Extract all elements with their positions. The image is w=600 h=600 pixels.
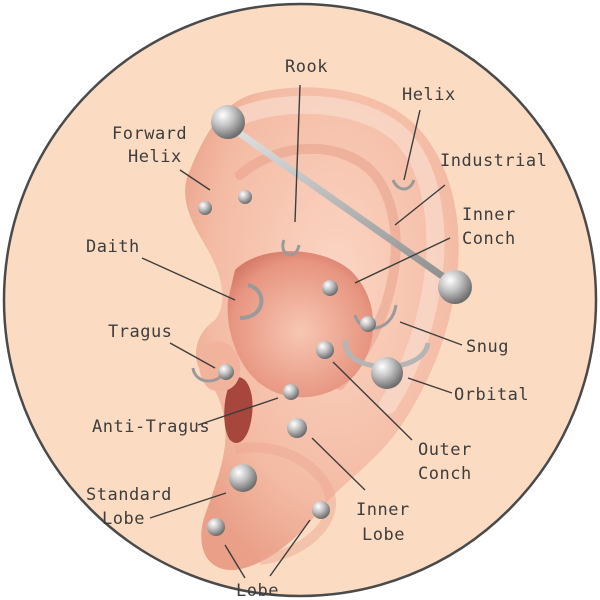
- forward-helix-stud-1: [198, 201, 212, 215]
- orbital-ball: [371, 357, 403, 389]
- inner-lobe-stud: [312, 501, 330, 519]
- label-snug: Snug: [466, 337, 509, 357]
- leader-tragus: [169, 342, 216, 369]
- leader-upper-lobe-2: [269, 519, 311, 577]
- leader-orbital: [407, 377, 453, 394]
- label-anti-tragus: Anti-Tragus: [92, 417, 210, 437]
- snug-stud: [360, 316, 376, 332]
- snug-ring: [353, 304, 398, 330]
- ear-canal: [224, 377, 253, 443]
- label-forward-helix-line2: Helix: [128, 147, 182, 167]
- label-inner-lobe-line2: Lobe: [362, 525, 405, 545]
- daith-ring: [239, 283, 264, 320]
- inner-conch-stud: [322, 280, 338, 296]
- label-tragus: Tragus: [108, 322, 172, 342]
- label-rook: Rook: [285, 57, 328, 77]
- leader-outer-conch: [332, 361, 413, 441]
- label-forward-helix-line1: Forward: [112, 124, 187, 144]
- leader-helix: [403, 109, 421, 181]
- industrial-bar: [228, 124, 459, 289]
- leader-lines: [141, 84, 463, 579]
- upper-lobe-stud: [207, 518, 225, 536]
- outer-conch-stud: [316, 341, 334, 359]
- label-industrial: Industrial: [440, 151, 547, 171]
- forward-helix-stud-2: [238, 190, 252, 204]
- label-inner-conch-line2: Conch: [462, 229, 516, 249]
- label-outer-conch-line2: Conch: [418, 464, 472, 484]
- label-inner-conch-line1: Inner: [462, 205, 516, 225]
- rook-ring: [281, 239, 301, 257]
- standard-lobe-stud: [229, 464, 257, 492]
- helix-rim: [223, 95, 445, 414]
- leader-industrial: [394, 184, 446, 226]
- label-standard-lobe-line2: Lobe: [102, 509, 145, 529]
- leader-upper-lobe-1: [224, 544, 246, 579]
- leader-snug: [399, 321, 463, 346]
- leader-daith: [141, 257, 236, 301]
- label-outer-conch-line1: Outer: [418, 440, 472, 460]
- label-helix: Helix: [402, 85, 456, 105]
- leader-inner-lobe: [311, 437, 366, 491]
- industrial-ball-bottom: [438, 270, 472, 304]
- label-upper-lobe-partial: Lobe: [236, 581, 279, 600]
- leader-anti-tragus: [197, 397, 279, 426]
- anti-tragus-stud: [283, 384, 299, 400]
- label-inner-lobe-line1: Inner: [356, 500, 410, 520]
- helix-ring: [391, 179, 416, 191]
- label-daith: Daith: [86, 237, 140, 257]
- tragus-ball: [218, 364, 234, 380]
- inner-lobe-stud-upper: [287, 418, 307, 438]
- leader-standard-lobe: [149, 492, 227, 519]
- industrial-ball-top: [211, 105, 245, 139]
- leader-rook: [294, 84, 301, 223]
- lobe-shade: [233, 442, 337, 565]
- label-orbital: Orbital: [454, 385, 529, 405]
- leader-forward-helix: [179, 169, 211, 191]
- label-standard-lobe-line1: Standard: [86, 485, 172, 505]
- leader-inner-conch: [354, 237, 451, 284]
